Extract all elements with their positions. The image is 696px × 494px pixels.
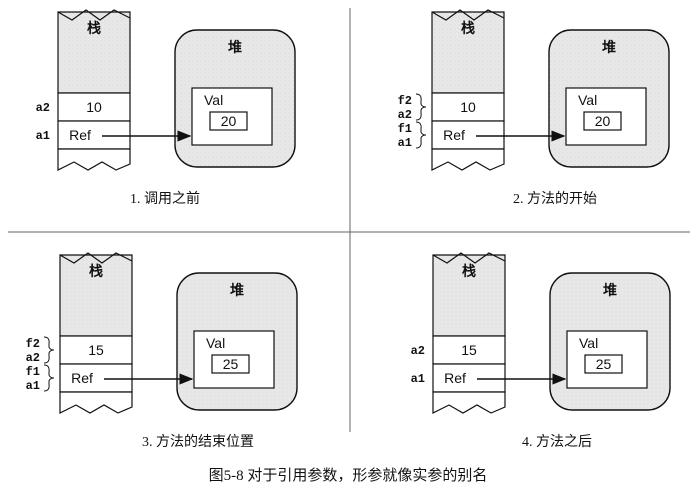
panel-title: 1. 调用之前: [130, 190, 200, 207]
heap-object-field-label: Val: [206, 335, 225, 351]
stack-label: 栈: [462, 263, 476, 280]
heap-label: 堆: [603, 282, 617, 299]
heap-label: 堆: [602, 39, 616, 56]
heap-object-value: 25: [223, 356, 239, 372]
row-ref-brace: [415, 121, 427, 149]
stack-value-text: 15: [88, 342, 104, 358]
stack-torn-edge: [431, 9, 505, 21]
row-value-name-arg: a2: [26, 351, 40, 365]
stack-ref-text: Ref: [71, 370, 93, 386]
stack-ref-cell: [57, 120, 131, 150]
row-ref-name-arg: a1: [398, 136, 412, 150]
row-ref-name: a1: [36, 129, 50, 143]
stack-value-text: 10: [86, 99, 102, 115]
row-ref-name-param: f1: [26, 365, 40, 379]
stack-bottom-cell: [431, 148, 505, 171]
panel-title: 4. 方法之后: [522, 434, 592, 450]
stack-ref-cell: [59, 363, 133, 393]
heap-object-value: 20: [221, 113, 237, 129]
row-value-name: a2: [411, 344, 425, 358]
row-value-name-param: f2: [398, 94, 412, 108]
heap-object-value-box: [584, 354, 623, 374]
row-ref-name-param: f1: [398, 122, 412, 136]
stack-ref-text: Ref: [69, 127, 91, 143]
stack-label: 栈: [87, 20, 101, 37]
row-value-brace: [415, 93, 427, 121]
heap-object-value-box: [583, 111, 622, 131]
stack-bottom-cell: [57, 148, 131, 171]
stack-label: 栈: [461, 20, 475, 37]
stack-torn-edge: [59, 252, 133, 264]
stack-ref-cell: [432, 363, 506, 393]
row-value-name: a2: [36, 101, 50, 115]
heap-object-value-box: [211, 354, 250, 374]
heap-object-value: 25: [596, 356, 612, 372]
stack-torn-edge: [57, 9, 131, 21]
heap-object-field-label: Val: [578, 92, 597, 108]
row-ref-name: a1: [411, 372, 425, 386]
stack-bottom-cell: [432, 391, 506, 414]
row-value-name-param: f2: [26, 337, 40, 351]
row-value-name-arg: a2: [398, 108, 412, 122]
heap-object: [565, 87, 647, 146]
heap-object-field-label: Val: [579, 335, 598, 351]
heap-label: 堆: [228, 39, 242, 56]
stack-ref-text: Ref: [443, 127, 465, 143]
figure-caption: 图5-8 对于引用参数，形参就像实参的别名: [209, 467, 488, 484]
stack-value-text: 15: [461, 342, 477, 358]
heap-object-field-label: Val: [204, 92, 223, 108]
row-ref-brace: [43, 364, 55, 392]
stack-value-text: 10: [460, 99, 476, 115]
stack-torn-edge: [432, 252, 506, 264]
stack-ref-text: Ref: [444, 370, 466, 386]
stack-bottom-cell: [59, 391, 133, 414]
row-value-brace: [43, 336, 55, 364]
stack-value-cell: [59, 335, 133, 365]
panel-title: 3. 方法的结束位置: [142, 434, 254, 450]
heap-object-value: 20: [595, 113, 611, 129]
stack-value-cell: [432, 335, 506, 365]
heap-label: 堆: [230, 282, 244, 299]
heap-object-value-box: [209, 111, 248, 131]
stack-label: 栈: [89, 263, 103, 280]
panel-title: 2. 方法的开始: [513, 191, 597, 207]
row-ref-name-arg: a1: [26, 379, 40, 393]
